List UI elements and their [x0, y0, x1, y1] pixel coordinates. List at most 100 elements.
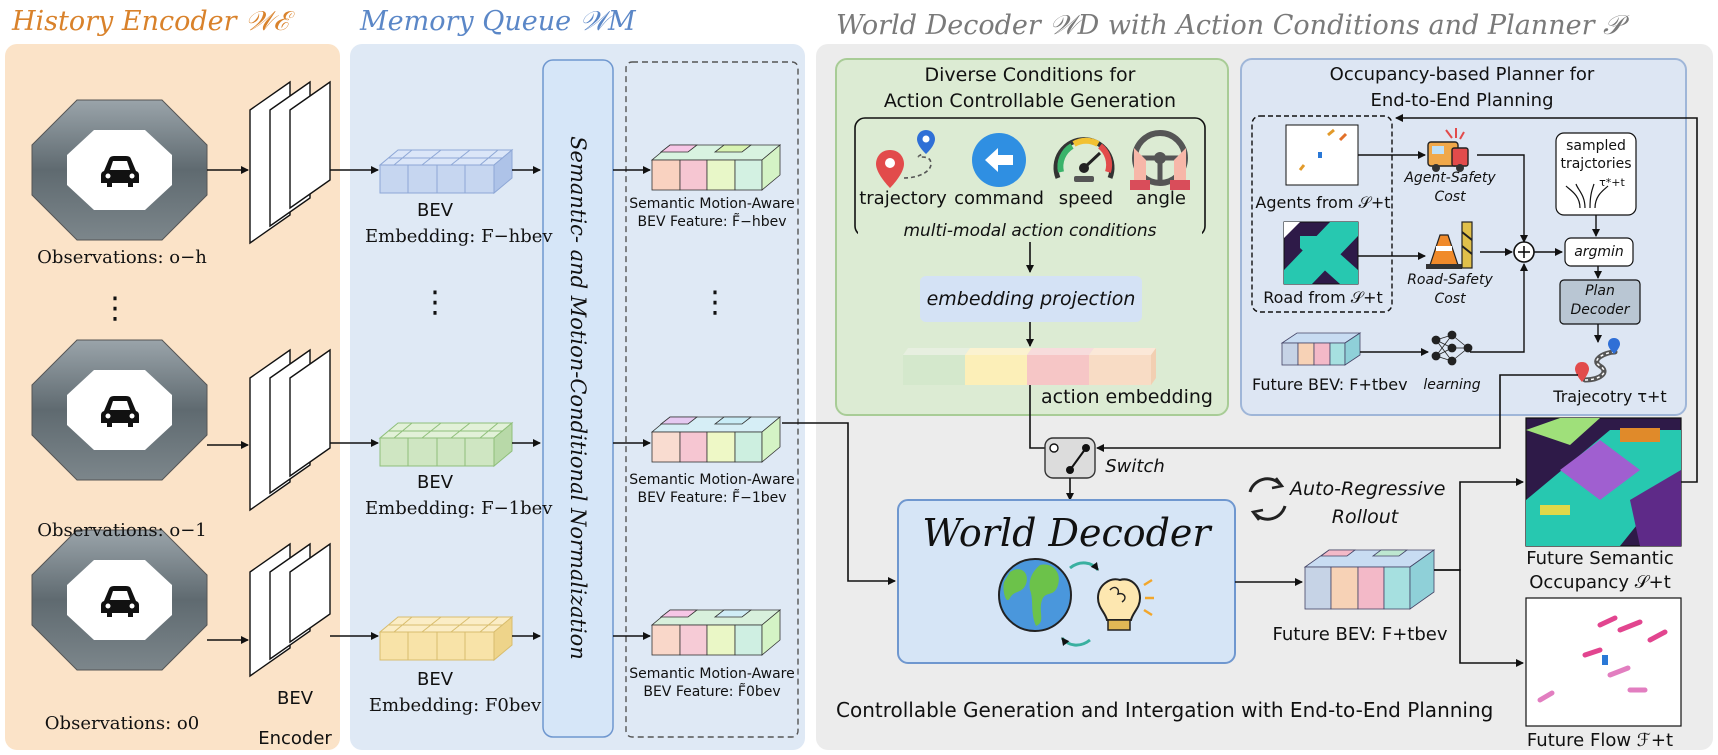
embedding-projection-box	[920, 276, 1142, 322]
bev-embedding-label-1: Embedding: F−hbev	[365, 226, 553, 247]
collision-icon	[1427, 128, 1469, 172]
feature-label-1: BEV Feature: F̃−hbev	[637, 214, 787, 230]
bev-label-3: BEV	[416, 669, 454, 690]
bev-embedding-grid-1	[378, 148, 514, 195]
argmin-box	[1564, 237, 1634, 267]
bev-embedding-label-3: Embedding: F0bev	[368, 695, 542, 716]
conditions-title-line2: Action Controllable Generation	[883, 90, 1177, 112]
semantic-feature-grid-3	[650, 609, 782, 656]
feature-title-2: Semantic Motion-Aware	[629, 472, 795, 488]
agents-image	[1285, 124, 1359, 186]
feature-label-3: BEV Feature: F̃0bev	[643, 684, 781, 700]
plan-decoder-line2: Decoder	[1570, 302, 1630, 318]
history-encoder-title: History Encoder 𝒲ℰ	[12, 6, 289, 37]
normalization-label: Semantic- and Motion-Conditional Normali…	[566, 136, 590, 660]
observation-label-1: Observations: o−h	[37, 247, 207, 268]
feature-label-2: BEV Feature: F̃−1bev	[637, 490, 787, 506]
observation-label-3: Observations: o0	[44, 713, 200, 734]
embedding-projection-label: embedding projection	[926, 288, 1136, 310]
fan-trajectories-icon	[1565, 183, 1609, 209]
future-flow-image	[1525, 597, 1682, 727]
neural-network-icon	[1431, 330, 1473, 366]
sampled-label-line3: τ*+t	[1599, 176, 1625, 189]
future-flow-label: Future Flow ℱ+t	[1526, 730, 1674, 751]
observation-octagon-3	[31, 529, 208, 671]
bev-encoder-3	[249, 542, 331, 678]
semantic-feature-grid-1	[650, 144, 782, 191]
feature-dots-1: ⋮	[700, 285, 730, 320]
observation-octagon-1	[31, 99, 208, 241]
cycle-arrows-icon	[1248, 477, 1287, 521]
bev-embedding-grid-2	[378, 421, 514, 468]
multimodal-label: multi-modal action conditions	[858, 220, 1202, 242]
globe-icon	[998, 558, 1072, 632]
bev-embedding-grid-3	[378, 615, 514, 662]
trajectory-output-label: Trajecotry τ+t	[1553, 387, 1667, 406]
bev-encoder-2	[249, 348, 331, 512]
argmin-label: argmin	[1574, 244, 1624, 260]
world-decoder-title: World Decoder 𝒲D with Action Conditions …	[836, 10, 1623, 41]
normalization-block	[542, 59, 614, 738]
observation-octagon-2	[31, 339, 208, 481]
action-embedding-blocks	[903, 348, 1156, 385]
future-bev-grid	[1303, 549, 1436, 610]
bev-encoder-1	[249, 80, 331, 245]
future-semantic-line1: Future Semantic	[1526, 548, 1674, 569]
sum-icon	[1513, 241, 1535, 263]
bev-label-2: BEV	[416, 472, 454, 493]
route-icon	[1575, 338, 1620, 383]
planner-inputs-dashed-box	[1251, 115, 1393, 313]
steering-wheel-icon	[1130, 130, 1190, 190]
traffic-cone-icon	[1426, 221, 1473, 269]
brain-lightbulb-icon	[1096, 578, 1154, 631]
agents-label: Agents from 𝒮+t	[1255, 193, 1391, 212]
planner-future-bev-grid	[1280, 332, 1362, 366]
road-image	[1283, 221, 1359, 285]
bev-encoder-label-line1: BEV	[276, 688, 314, 709]
feature-title-1: Semantic Motion-Aware	[629, 196, 795, 212]
car-icon	[101, 396, 139, 427]
condition-speed-label: speed	[1058, 188, 1114, 209]
car-icon	[101, 586, 139, 617]
sampled-label-line2: trajctories	[1560, 156, 1632, 172]
action-embedding-label: action embedding	[1041, 386, 1213, 408]
future-bev-label: Future BEV: F+tbev	[1272, 624, 1448, 645]
bottom-caption: Controllable Generation and Intergation …	[836, 698, 1494, 722]
trajectory-icon	[876, 130, 935, 188]
condition-angle-label: angle	[1136, 188, 1186, 209]
future-semantic-line2: Occupancy 𝒮+t	[1529, 572, 1671, 593]
plan-decoder-line1: Plan	[1585, 283, 1615, 299]
conditions-title-line1: Diverse Conditions for	[924, 64, 1136, 86]
bev-encoder-label-line2: Encoder	[258, 728, 332, 749]
planner-future-bev-label: Future BEV: F+tbev	[1252, 375, 1408, 394]
bev-embedding-label-2: Embedding: F−1bev	[365, 498, 553, 519]
condition-trajectory-label: trajectory	[859, 188, 947, 209]
feature-dashed-box	[625, 61, 799, 738]
condition-command-label: command	[954, 188, 1044, 209]
future-semantic-occupancy-image	[1525, 417, 1682, 547]
road-label: Road from 𝒮+t	[1263, 288, 1383, 307]
switch-label: Switch	[1105, 456, 1165, 477]
agent-cost-line2: Cost	[1434, 189, 1466, 205]
planner-title-line1: Occupancy-based Planner for	[1329, 64, 1595, 85]
learning-label: learning	[1423, 377, 1481, 393]
car-icon	[101, 156, 139, 187]
memory-dots-1: ⋮	[420, 285, 450, 320]
world-decoder-label: World Decoder	[922, 511, 1211, 555]
memory-queue-title: Memory Queue 𝒲M	[360, 6, 636, 37]
planner-title-line2: End-to-End Planning	[1370, 90, 1554, 111]
left-arrow-command-icon	[972, 133, 1026, 187]
sampled-label-line1: sampled	[1566, 138, 1626, 154]
switch-icon	[1044, 437, 1096, 479]
agent-cost-line1: Agent-Safety	[1404, 170, 1496, 186]
auto-regressive-line2: Rollout	[1331, 506, 1399, 528]
semantic-feature-grid-2	[650, 416, 782, 463]
bev-label-1: BEV	[416, 200, 454, 221]
plan-decoder-box	[1559, 279, 1641, 325]
observation-label-2: Observations: o−1	[37, 520, 207, 541]
auto-regressive-line1: Auto-Regressive	[1290, 478, 1446, 500]
speedometer-icon	[1053, 137, 1115, 182]
feature-title-3: Semantic Motion-Aware	[629, 666, 795, 682]
history-dots-1: ⋮	[100, 291, 130, 326]
